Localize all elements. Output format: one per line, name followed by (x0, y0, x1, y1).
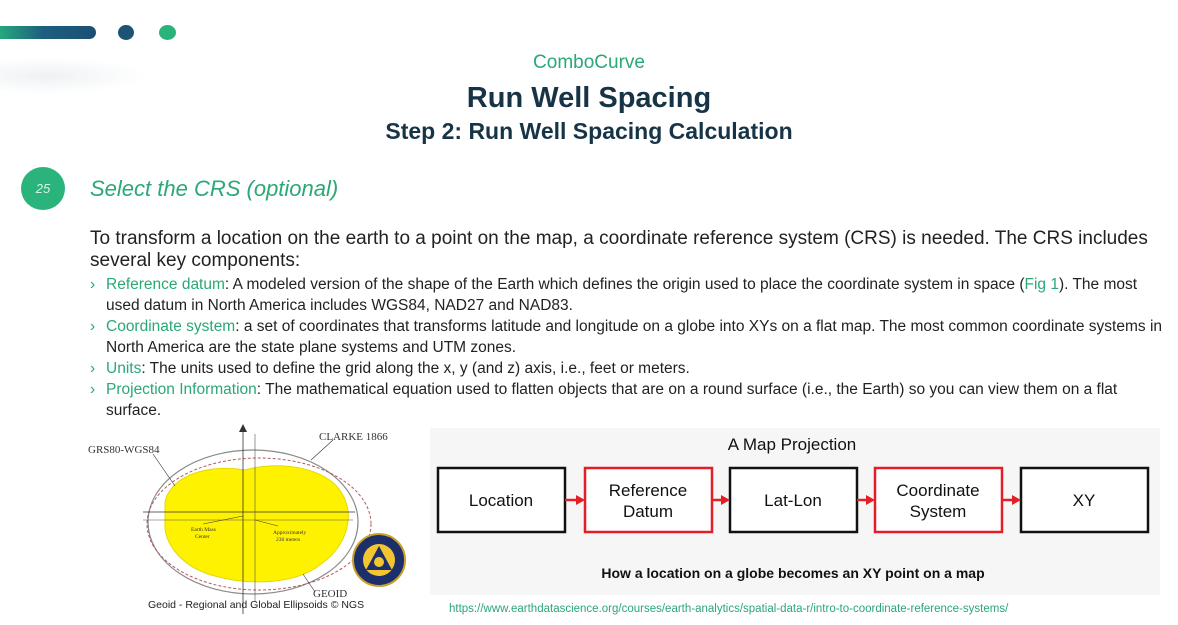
label-grs80-wgs84: GRS80-WGS84 (88, 444, 160, 456)
diagram-caption: How a location on a globe becomes an XY … (601, 565, 984, 581)
svg-text:Datum: Datum (623, 502, 673, 521)
decorative-dot (118, 25, 134, 40)
svg-text:Center: Center (195, 534, 210, 540)
list-item: ›Projection Information: The mathematica… (90, 381, 1118, 419)
page-subtitle: Step 2: Run Well Spacing Calculation (385, 118, 793, 144)
step-title: Select the CRS (optional) (90, 176, 339, 201)
term-coordinate-system: Coordinate system (106, 318, 236, 335)
box-location (436, 466, 567, 534)
box-xy (1019, 466, 1150, 534)
svg-text:236 meters: 236 meters (276, 537, 300, 543)
term-projection-information: Projection Information (106, 381, 257, 398)
term-reference-datum: Reference datum (106, 276, 225, 293)
box-coordinate-system (873, 466, 1004, 534)
list-item: ›Units: The units used to define the gri… (90, 360, 690, 377)
svg-text:XY: XY (1073, 491, 1096, 510)
chevron-right-icon: › (90, 360, 96, 377)
svg-text:Approximately: Approximately (273, 530, 307, 536)
crs-components-list: ›Reference datum: A modeled version of t… (90, 274, 1165, 421)
source-credit-link[interactable]: https://www.earthdatascience.org/courses… (449, 603, 1009, 615)
chevron-right-icon: › (90, 381, 96, 398)
figure1-caption: Geoid - Regional and Global Ellipsoids ©… (148, 599, 365, 611)
flow-arrows (565, 495, 1021, 505)
svg-text:System: System (910, 502, 967, 521)
decorative-dot (159, 25, 176, 40)
brand-name: ComboCurve (533, 52, 645, 73)
label-geoid: GEOID (313, 588, 347, 600)
ellipsoid-geoid-figure: GRS80-WGS84 CLARKE 1866 Earth Mass Cente… (83, 424, 413, 616)
svg-text:Earth Mass: Earth Mass (191, 527, 216, 533)
svg-text:Lat-Lon: Lat-Lon (764, 491, 822, 510)
svg-text:Coordinate: Coordinate (896, 481, 979, 500)
chevron-right-icon: › (90, 276, 96, 293)
ngs-seal-icon (352, 533, 406, 587)
step-number-badge: 25 (21, 167, 65, 210)
list-item: ›Coordinate system: a set of coordinates… (90, 318, 1163, 356)
fig1-link[interactable]: Fig 1 (1024, 276, 1059, 293)
svg-text:Location: Location (469, 491, 533, 510)
decorative-bar (0, 26, 96, 39)
map-projection-diagram: A Map Projection Location Reference Datu… (430, 428, 1160, 595)
decorative-blur (0, 58, 150, 94)
chevron-right-icon: › (90, 318, 96, 335)
box-reference-datum (583, 466, 714, 534)
label-clarke-1866: CLARKE 1866 (319, 431, 388, 443)
page-title: Run Well Spacing (466, 82, 712, 114)
intro-paragraph: To transform a location on the earth to … (90, 228, 1148, 271)
list-item: ›Reference datum: A modeled version of t… (90, 276, 1138, 314)
svg-text:Reference: Reference (609, 481, 687, 500)
term-units: Units (106, 360, 142, 377)
diagram-title: A Map Projection (728, 435, 857, 454)
